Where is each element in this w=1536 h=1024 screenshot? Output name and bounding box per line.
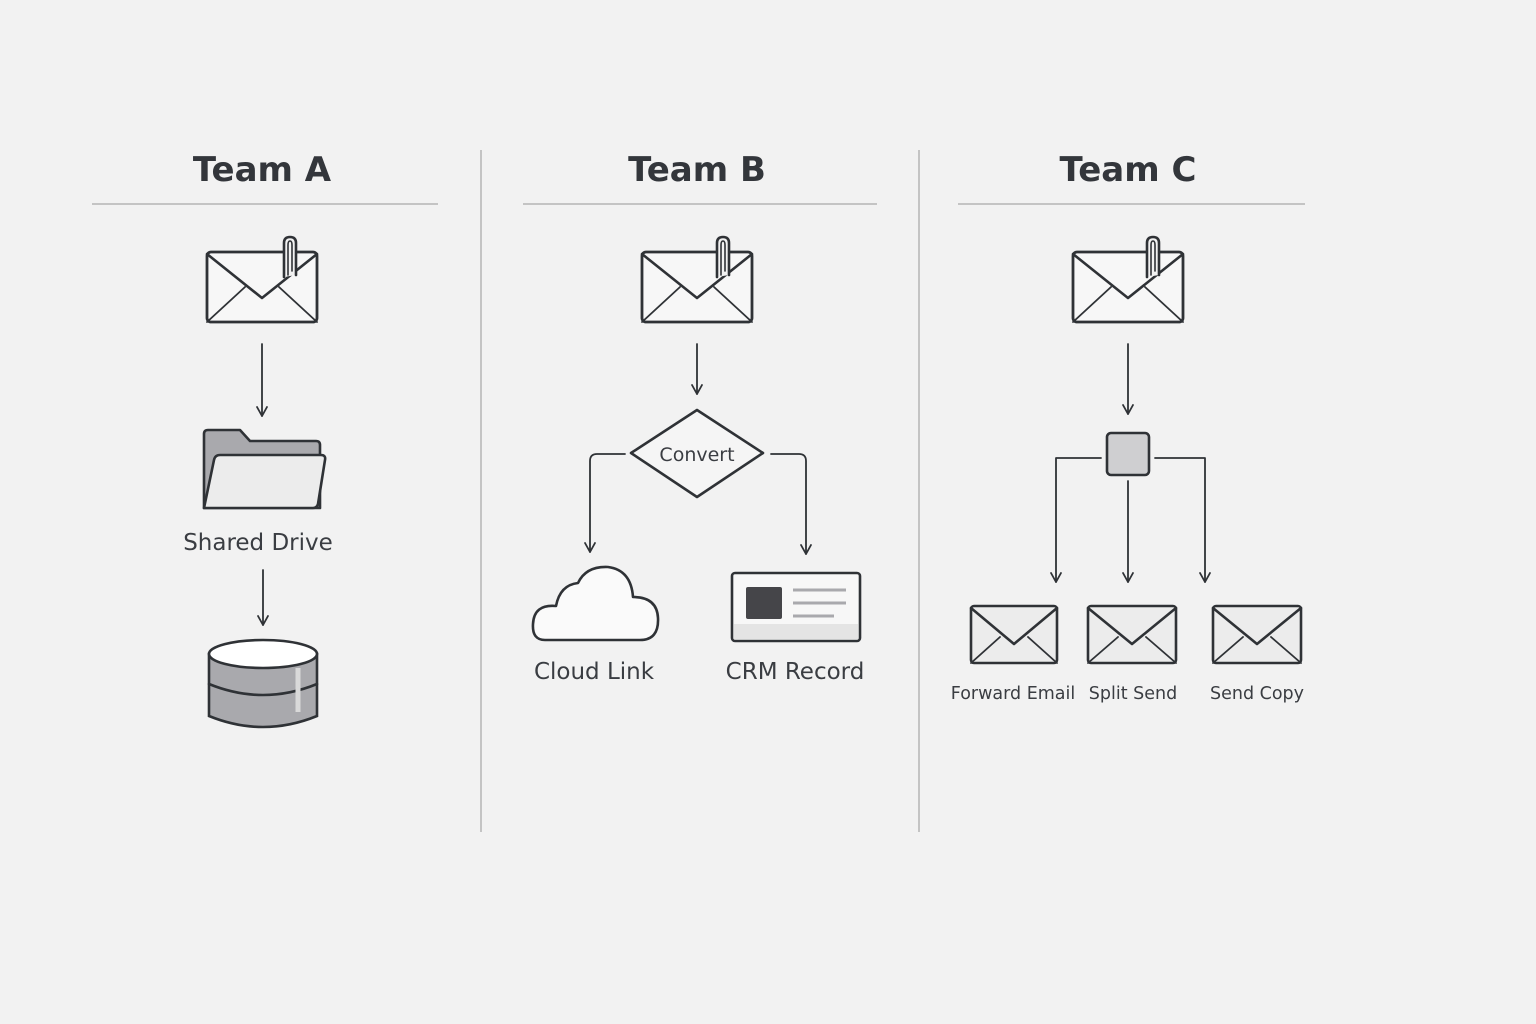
folder-icon	[202, 428, 327, 510]
record-card-icon	[730, 571, 862, 643]
column-title: Team C	[1060, 150, 1197, 190]
email-icon	[969, 604, 1059, 665]
column-team-c: Team C Forward Email Split Send	[951, 150, 1305, 704]
email-icon	[1211, 604, 1303, 665]
email-attachment-icon	[205, 235, 319, 324]
flow-arrow	[1050, 457, 1102, 583]
splitter-node	[1105, 431, 1151, 477]
flow-arrow	[770, 453, 812, 555]
step-label: Cloud Link	[534, 659, 655, 685]
column-team-a: Team A Shared Drive	[92, 150, 438, 729]
column-title: Team B	[628, 150, 766, 190]
column-team-b: Team B Convert Cloud Link CRM	[523, 150, 877, 685]
email-attachment-icon	[640, 235, 754, 324]
step-label: Shared Drive	[183, 530, 333, 556]
step-label: Split Send	[1089, 684, 1177, 704]
step-label: Send Copy	[1210, 684, 1304, 704]
step-label: CRM Record	[726, 659, 865, 685]
email-icon	[1086, 604, 1178, 665]
step-label: Forward Email	[951, 684, 1076, 704]
column-title: Team A	[193, 150, 332, 190]
flow-arrow	[1154, 457, 1211, 583]
email-attachment-icon	[1071, 235, 1185, 324]
cloud-icon	[531, 565, 660, 642]
database-icon	[207, 638, 319, 729]
decision-label: Convert	[659, 444, 734, 466]
decision-diamond: Convert	[629, 408, 765, 499]
flow-arrow	[584, 453, 626, 553]
